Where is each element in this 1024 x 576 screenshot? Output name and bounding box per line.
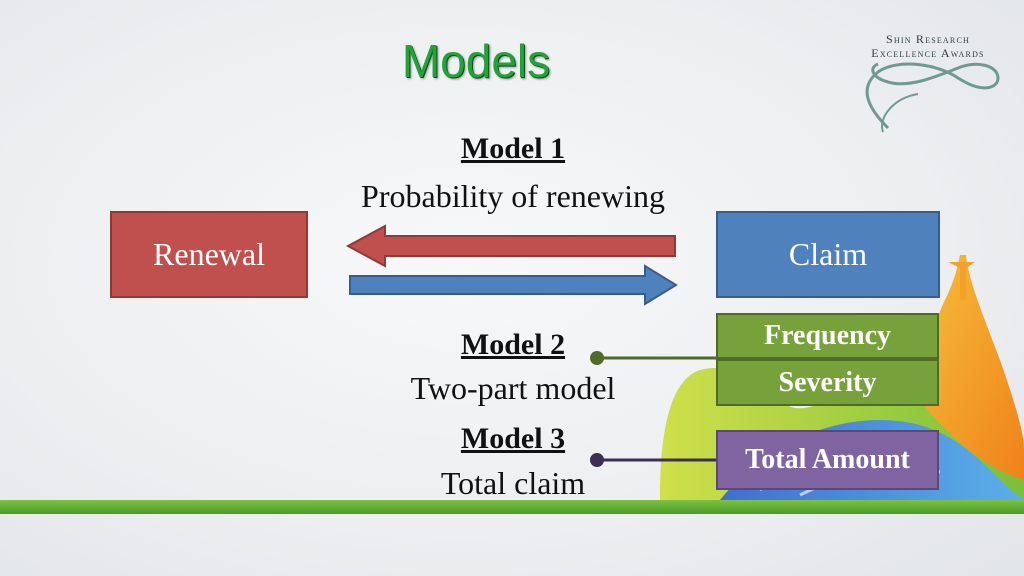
- arrow-left-icon: [345, 224, 676, 268]
- flow-arrows: [345, 224, 678, 306]
- total-amount-label: Total Amount: [745, 444, 910, 475]
- renewal-box: Renewal: [110, 211, 308, 298]
- logo-swirl-icon: [865, 62, 1000, 133]
- footer-band: [0, 500, 1024, 514]
- model-2-connector-dot: [590, 351, 604, 365]
- sponsor-logo: Shin Research Excellence Awards: [848, 28, 1008, 138]
- logo-text-line-2: Excellence Awards: [871, 46, 985, 60]
- model-1-description: Probability of renewing: [361, 178, 665, 214]
- severity-label: Severity: [778, 366, 877, 398]
- claim-box: Claim: [716, 211, 940, 298]
- model-2-heading: Model 2: [460, 328, 566, 361]
- renewal-label: Renewal: [153, 236, 265, 272]
- frequency-label: Frequency: [763, 320, 892, 351]
- arrow-right-icon: [349, 264, 678, 306]
- logo-text-line-1: Shin Research: [886, 32, 970, 46]
- severity-box: Severity: [716, 359, 939, 406]
- connector-lines: [590, 351, 717, 467]
- frequency-box: Frequency: [716, 313, 939, 359]
- model-2-description: Two-part model: [410, 370, 616, 406]
- model-3-connector-dot: [590, 453, 604, 467]
- model-3-description: Total claim: [440, 465, 586, 501]
- page-title: Models: [401, 35, 551, 87]
- model-1-heading: Model 1: [460, 132, 566, 165]
- model-3-heading: Model 3: [460, 422, 566, 455]
- statue-shape: [948, 262, 975, 300]
- claim-label: Claim: [788, 236, 868, 272]
- total-amount-box: Total Amount: [716, 430, 939, 490]
